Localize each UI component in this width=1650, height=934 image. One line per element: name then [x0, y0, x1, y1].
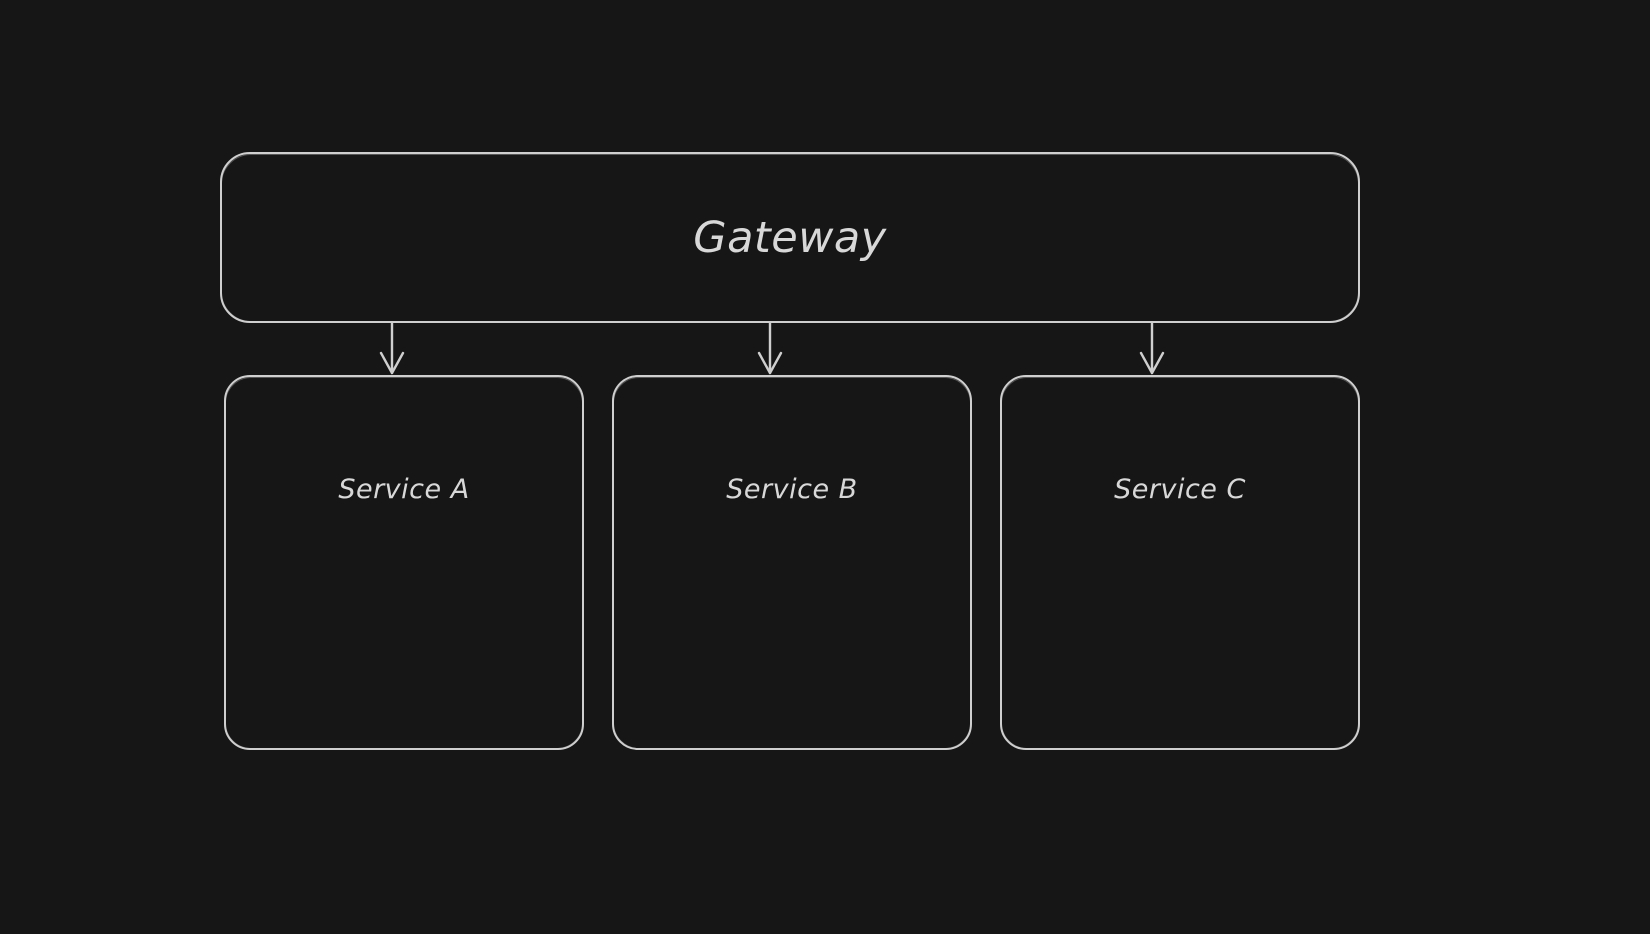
node-service-b-label: Service B	[726, 474, 858, 505]
edge-gateway-service-c-arrowhead	[1139, 351, 1165, 375]
node-service-b[interactable]: Service B	[612, 375, 972, 750]
edge-gateway-service-b-arrowhead	[757, 351, 783, 375]
node-service-c[interactable]: Service C	[1000, 375, 1360, 750]
node-gateway-label: Gateway	[693, 212, 887, 263]
edge-gateway-service-a-arrowhead	[379, 351, 405, 375]
node-gateway[interactable]: Gateway	[220, 152, 1360, 323]
node-service-a-label: Service A	[338, 474, 470, 505]
node-service-a[interactable]: Service A	[224, 375, 584, 750]
node-service-c-label: Service C	[1114, 474, 1246, 505]
